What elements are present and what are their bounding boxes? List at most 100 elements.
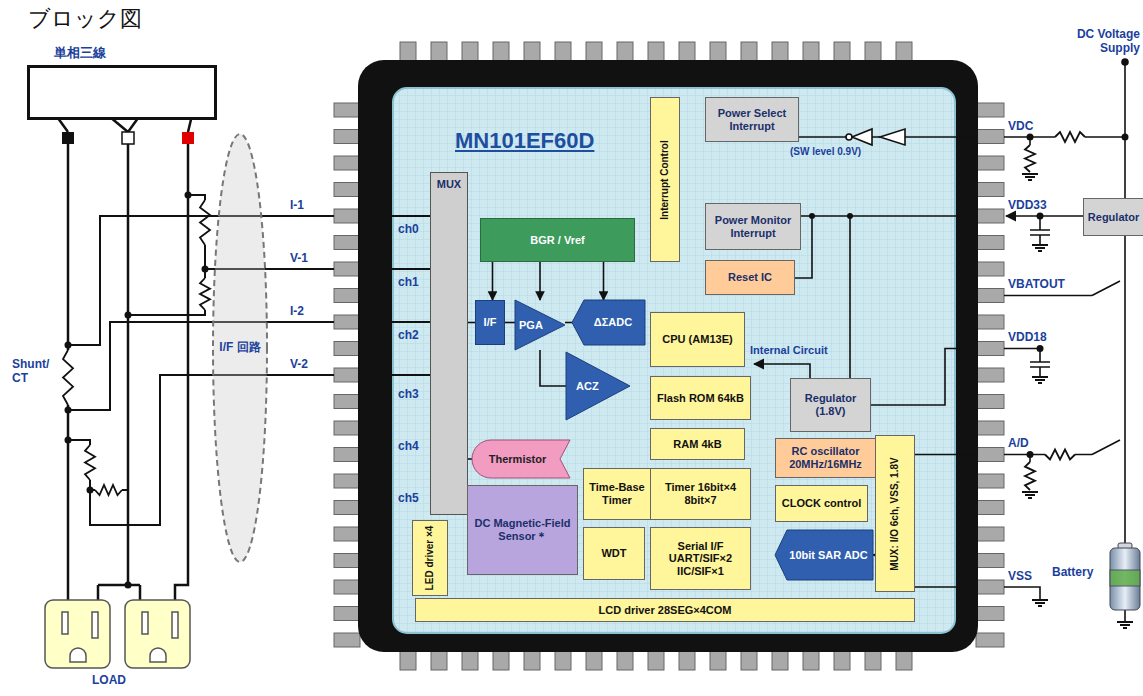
- connector: [565, 322, 572, 324]
- note-label: LOAD: [92, 674, 126, 688]
- flash-block: Flash ROM 64kB: [650, 376, 751, 420]
- wire-terminals-part: [182, 132, 194, 144]
- ic-pins-part: [976, 395, 1004, 409]
- thermistor: Thermistor: [472, 440, 570, 478]
- junction-dots-part: [185, 192, 192, 199]
- clock-block: CLOCK control: [775, 485, 868, 522]
- channel-label: ch1: [398, 276, 419, 290]
- channel-label: ch2: [398, 329, 419, 343]
- timebase-timer: Time-Base Timer: [583, 468, 651, 520]
- cpu-block-text: CPU (AM13E): [662, 333, 732, 346]
- triangle-shape: [515, 300, 565, 350]
- resistor-symbol-part: [1045, 450, 1075, 460]
- ic-pins-part: [334, 368, 360, 382]
- mux-block: MUX: [430, 172, 468, 515]
- signal-wires-part: [68, 216, 334, 345]
- pin-name: VDD18: [1008, 331, 1047, 345]
- converter-shape: [572, 300, 645, 345]
- signal-wires-part: [360, 216, 430, 375]
- bgr-block-text: BGR / Vref: [530, 234, 584, 247]
- power-monitor-block-text: Power Monitor Interrupt: [709, 214, 797, 239]
- ic-pins-part: [334, 554, 360, 568]
- supply-wires-part: [1124, 610, 1126, 622]
- note-label: Internal Circuit: [750, 344, 828, 357]
- outlets-part: [70, 648, 86, 662]
- mux-block-text: MUX: [437, 178, 461, 191]
- regulator-box: Regulator: [1083, 198, 1143, 236]
- supply-wires-part: [1006, 215, 1083, 217]
- regulator-block: Regulator (1.8V): [790, 378, 871, 432]
- ic-pins-part: [334, 236, 360, 250]
- junction-dots-part: [65, 407, 72, 414]
- resistor-symbol-part: [200, 200, 210, 245]
- ic-pins-part: [976, 580, 1004, 594]
- bgr-block: BGR / Vref: [480, 218, 635, 262]
- outlets-part: [172, 612, 178, 638]
- pga-triangle: PGA: [515, 300, 565, 350]
- interrupt-control-text: Interrupt Control: [659, 140, 671, 219]
- ic-pins-part: [976, 527, 1004, 541]
- junction-dots-part: [65, 342, 72, 349]
- power-select-block-text: Power Select Interrupt: [709, 107, 795, 132]
- battery: [1110, 543, 1140, 610]
- reset-ic-text: Reset IC: [728, 271, 772, 284]
- resistor-symbol-part: [1025, 462, 1035, 490]
- interrupt-control: Interrupt Control: [650, 97, 680, 262]
- resistor-symbol-part: [85, 445, 95, 480]
- junction-dots-part: [125, 312, 132, 319]
- serial-block-text: Serial I/F UART/SIF×2 IIC/SIF×1: [654, 540, 747, 578]
- chip-internal-wires-part: [880, 129, 905, 145]
- channel-label: ch4: [398, 440, 419, 454]
- io-mux: MUX: I/O 6ch, VSS, 1.8V: [875, 435, 915, 592]
- ic-pins-part: [334, 501, 360, 515]
- pin-name: VDC: [1008, 120, 1033, 134]
- mains-wires-part: [98, 144, 140, 600]
- reset-ic: Reset IC: [705, 260, 795, 295]
- led-driver: LED driver ×4: [412, 520, 448, 596]
- ic-pins-part: [334, 633, 360, 647]
- ground-symbol-part: [1032, 245, 1048, 251]
- supply-wires-part: [1030, 216, 1050, 245]
- resistor-symbol-part: [63, 350, 73, 405]
- resistor-symbol-part: [1025, 145, 1035, 172]
- wdt-block-text: WDT: [601, 547, 626, 560]
- supply-wires-part: [1004, 349, 1050, 378]
- junction-dots-part: [125, 582, 132, 589]
- interface-circuit: I/F 回路: [212, 133, 268, 563]
- note-label: Shunt/ CT: [12, 358, 60, 386]
- chip-internal-wires-part: [915, 455, 978, 588]
- mcu-panel: MN101EF60DMUXInterrupt ControlPower Sele…: [393, 88, 955, 633]
- ic-pins-part: [976, 501, 1004, 515]
- battery-part: [1110, 548, 1140, 610]
- ic-pins-part: [976, 554, 1004, 568]
- if-block: I/F: [475, 300, 505, 345]
- acz-triangle-text: ACZ: [576, 380, 599, 393]
- supply-wires: [1004, 59, 1128, 622]
- terminal-block: 単相三線: [27, 65, 217, 120]
- flash-block-text: Flash ROM 64kB: [657, 392, 744, 405]
- mains-wires-part: [175, 144, 188, 600]
- wire-terminals-part: [62, 132, 74, 144]
- ground-symbol-part: [1032, 377, 1048, 383]
- diagram-title: ブロック図: [28, 4, 142, 34]
- timer-block: Timer 16bit×4 8bit×7: [650, 468, 751, 520]
- ic-pins-part: [334, 315, 360, 329]
- timer-block-text: Timer 16bit×4 8bit×7: [654, 481, 747, 506]
- ic-pins-part: [334, 448, 360, 462]
- outlets-part: [125, 600, 190, 668]
- wire-terminals: [62, 132, 194, 144]
- ic-pins-part: [334, 474, 360, 488]
- thermistor-shape: [472, 440, 570, 478]
- connector: [603, 262, 605, 300]
- adc-block: ΔΣADC: [572, 300, 645, 345]
- ground-symbol-part: [1032, 600, 1048, 606]
- ic-pins-part: [976, 633, 1004, 647]
- connector: [539, 262, 541, 300]
- note-label: Battery: [1052, 566, 1093, 580]
- connector: [540, 350, 566, 386]
- ic-pins-part: [334, 103, 360, 117]
- ic-body: [358, 60, 978, 652]
- ground-symbol-part: [1117, 622, 1133, 628]
- thermistor-text: Thermistor: [489, 453, 546, 466]
- ic-pins-part: [334, 130, 360, 144]
